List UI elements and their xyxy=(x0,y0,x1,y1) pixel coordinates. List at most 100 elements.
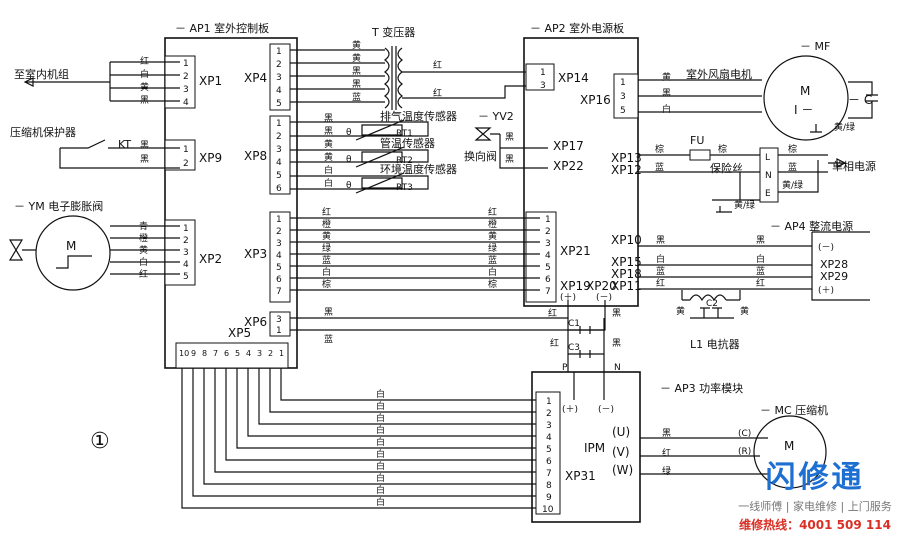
xp8-block xyxy=(269,115,291,195)
svg-text:2: 2 xyxy=(276,132,282,142)
xp31-wire-9: 白 xyxy=(376,484,385,496)
single-phase-label: 单相电源 xyxy=(832,159,876,173)
xp21-block xyxy=(525,211,557,303)
xp14-label: XP14 xyxy=(558,71,589,85)
cap-wire-1: 红 xyxy=(548,307,557,319)
env-sensor-label: 环境温度传感器 xyxy=(380,162,457,176)
xp21-wire-2: 橙 xyxy=(488,218,497,230)
xp1-block xyxy=(164,55,196,109)
diagram-number: ① xyxy=(90,429,110,454)
comp-protector-label: 压缩机保护器 xyxy=(10,125,76,139)
svg-text:2: 2 xyxy=(183,159,189,169)
svg-text:3: 3 xyxy=(257,349,262,358)
brand-name: 闪修通 xyxy=(765,460,865,495)
svg-text:4: 4 xyxy=(183,260,189,270)
svg-text:5: 5 xyxy=(546,445,552,455)
xp31-wire-4: 白 xyxy=(376,424,385,436)
svg-text:7: 7 xyxy=(213,349,218,358)
xp15-wire: 白 xyxy=(656,253,665,265)
svg-text:3: 3 xyxy=(183,248,189,258)
rt2-theta: θ xyxy=(346,155,352,165)
fan-motor-i: I － xyxy=(794,103,813,117)
svg-text:1: 1 xyxy=(276,47,282,57)
svg-text:4: 4 xyxy=(246,349,251,358)
fan-motor-m: M xyxy=(800,84,810,98)
xp3-wire-5: 蓝 xyxy=(322,254,331,266)
c1-label: C1 xyxy=(568,319,580,329)
lne-wire-n: 蓝 xyxy=(788,161,797,173)
xp29-label: XP29 xyxy=(820,270,848,283)
terminal-e: E xyxy=(765,189,771,199)
svg-text:3: 3 xyxy=(276,73,282,83)
svg-text:2: 2 xyxy=(545,227,551,237)
svg-text:9: 9 xyxy=(191,349,196,358)
rt3-theta: θ xyxy=(346,181,352,191)
xp31-wire-10: 白 xyxy=(376,496,385,508)
xp6-wire-2: 蓝 xyxy=(324,333,333,345)
fan-motor xyxy=(763,55,849,141)
ap4-wire-2: 白 xyxy=(756,253,765,265)
reactor-wire-2: 黄 xyxy=(740,305,749,317)
xp11-wire: 红 xyxy=(656,277,665,289)
xp2-block xyxy=(164,219,196,286)
xp6-wire-1: 黑 xyxy=(324,307,333,318)
xp21-wire-1: 红 xyxy=(488,206,497,218)
svg-text:1: 1 xyxy=(183,224,189,234)
xp21-wire-3: 黄 xyxy=(488,230,497,242)
xp6-block xyxy=(269,311,291,337)
svg-text:6: 6 xyxy=(276,184,282,194)
xp3-wire-3: 黄 xyxy=(322,230,331,242)
ap4-wire-4: 红 xyxy=(756,277,765,289)
svg-text:1: 1 xyxy=(276,326,282,336)
v-wire: 红 xyxy=(662,447,671,459)
svg-text:2: 2 xyxy=(183,72,189,82)
svg-text:4: 4 xyxy=(276,86,282,96)
mc-r-label: (R) xyxy=(738,447,751,457)
xp1-wire-3: 黄 xyxy=(140,81,149,93)
svg-text:6: 6 xyxy=(545,275,551,285)
ap3-minus: (－) xyxy=(598,405,614,415)
fuse-wire: 棕 xyxy=(718,143,727,155)
fuse-desc: 保险丝 xyxy=(710,161,743,175)
svg-text:6: 6 xyxy=(224,349,229,358)
svg-text:1: 1 xyxy=(620,78,626,88)
svg-text:1: 1 xyxy=(546,397,552,407)
xp9-wire-2: 黑 xyxy=(140,154,149,165)
fuse-label: FU xyxy=(690,134,704,147)
c2-label: C2 xyxy=(706,299,718,309)
u-label: (U) xyxy=(612,425,630,439)
ground-label: 黄/绿 xyxy=(734,199,755,211)
xp4-block xyxy=(269,43,291,111)
svg-text:5: 5 xyxy=(183,272,189,282)
brand-subtitle: 一线师傅 | 家电维修 | 上门服务 xyxy=(738,500,892,513)
xp3-label: XP3 xyxy=(244,247,267,261)
xp22-label: XP22 xyxy=(553,159,584,173)
expansion-valve-motor xyxy=(35,215,111,291)
svg-text:1: 1 xyxy=(540,68,546,78)
terminal-l: L xyxy=(765,153,770,163)
transformer-out-2: 红 xyxy=(433,87,442,99)
ap2-title: － AP2 室外电源板 xyxy=(530,21,624,35)
yv2-wire-2: 黑 xyxy=(505,154,514,165)
w-label: (W) xyxy=(612,463,633,477)
xp16-wire-1: 黄 xyxy=(662,71,671,83)
kt-label: KT xyxy=(118,138,131,151)
svg-text:1: 1 xyxy=(279,349,284,358)
xp21-wire-4: 绿 xyxy=(488,242,497,254)
reactor-label: L1 电抗器 xyxy=(690,337,740,351)
xp1-wire-2: 白 xyxy=(140,68,149,80)
reversing-valve-label: 换向阀 xyxy=(464,149,497,163)
xp8-wire-1: 黑 xyxy=(324,113,333,124)
xp31-wire-3: 白 xyxy=(376,412,385,424)
xp1-wire-1: 红 xyxy=(140,55,149,67)
xp4-wire-3: 黑 xyxy=(352,66,361,77)
xp13-wire: 棕 xyxy=(655,143,664,155)
svg-text:1: 1 xyxy=(276,215,282,225)
xp3-wire-6: 白 xyxy=(322,266,331,278)
rt2-label: RT2 xyxy=(396,156,413,166)
xp28-label: XP28 xyxy=(820,258,848,271)
reactor-wire-1: 黄 xyxy=(676,305,685,317)
w-wire: 绿 xyxy=(662,465,671,477)
xp3-wire-4: 绿 xyxy=(322,242,331,254)
xp20-label: XP20 xyxy=(586,279,617,293)
